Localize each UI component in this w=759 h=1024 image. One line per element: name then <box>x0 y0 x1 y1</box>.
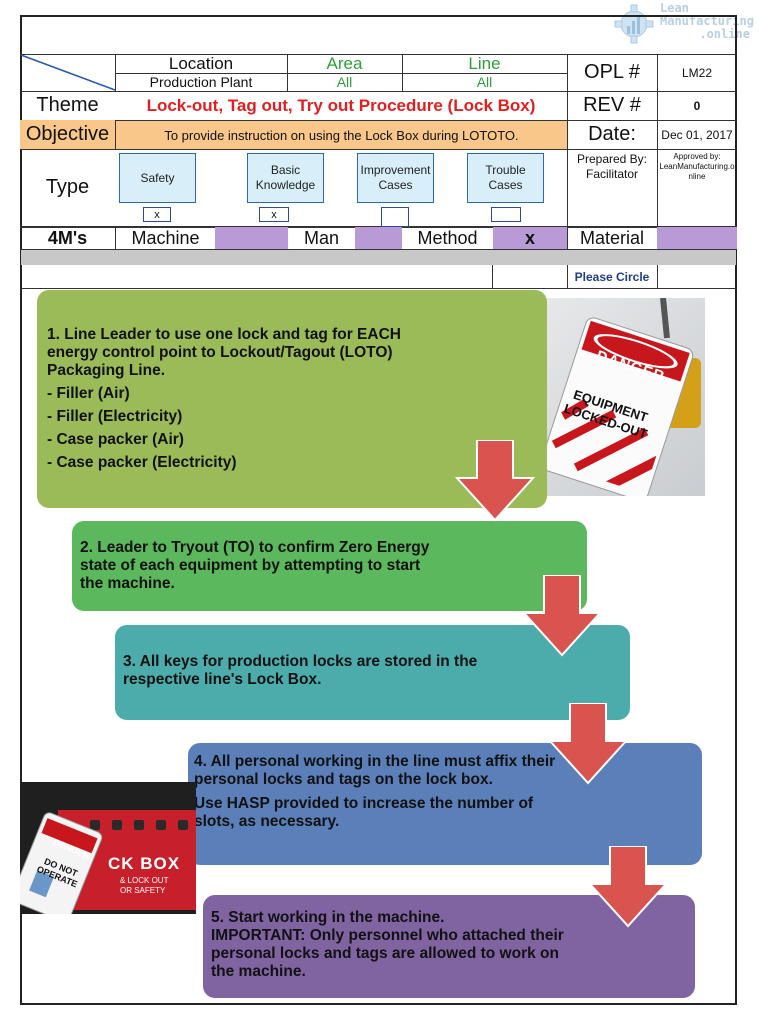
rev-label: REV # <box>583 94 641 116</box>
type-basic-knowledge-checkbox[interactable]: x <box>259 207 289 222</box>
four-m-label: 4M's <box>47 227 88 248</box>
gear-logo-icon <box>614 4 654 44</box>
lock-box-sub2: OR SAFETY <box>120 886 166 895</box>
step-2-box: 2. Leader to Tryout (TO) to confirm Zero… <box>72 521 587 611</box>
opl-value: LM22 <box>681 65 713 80</box>
four-m-material[interactable]: Material <box>579 227 645 248</box>
four-m-method-slot[interactable]: x <box>493 227 567 249</box>
type-label: Type <box>45 176 90 198</box>
four-m-man-slot[interactable] <box>355 227 402 249</box>
type-basic-knowledge-label: Basic Knowledge <box>255 163 316 192</box>
arrow-down-icon <box>522 575 602 657</box>
opl-frame <box>20 15 737 1005</box>
location-value: Production Plant <box>149 74 253 90</box>
type-improvement-cases-checkbox[interactable] <box>381 207 409 227</box>
location-label: Location <box>168 53 234 73</box>
step-3-text: 3. All keys for production locks are sto… <box>123 653 478 688</box>
four-m-material-slot[interactable] <box>657 227 737 249</box>
line-value: All <box>476 74 493 90</box>
type-basic-knowledge-box[interactable]: Basic Knowledge <box>247 153 324 203</box>
prepared-by-label: Prepared By: <box>576 152 648 166</box>
step-1-item-3: - Case packer (Air) <box>47 431 184 448</box>
step-5-note: IMPORTANT: Only personnel who attached t… <box>211 927 564 980</box>
approved-by-label: Approved by: <box>673 152 721 161</box>
step-4-note: Use HASP provided to increase the number… <box>194 795 534 830</box>
lock-box-sub1: & LOCK OUT <box>120 876 169 885</box>
type-safety-label: Safety <box>140 170 175 185</box>
four-m-man[interactable]: Man <box>303 227 339 248</box>
type-trouble-cases-box[interactable]: Trouble Cases <box>467 153 544 203</box>
danger-tag-photo: DANGER EQUIPMENT LOCKED-OUT <box>543 298 705 496</box>
logo-line3: .online <box>699 27 750 41</box>
step-1-item-4: - Case packer (Electricity) <box>47 454 237 471</box>
arrow-down-icon <box>548 703 628 785</box>
arrow-down-icon <box>588 846 668 928</box>
type-trouble-cases-label: Trouble Cases <box>485 163 526 192</box>
theme-value: Lock-out, Tag out, Try out Procedure (Lo… <box>146 95 536 115</box>
step-1-text: 1. Line Leader to use one lock and tag f… <box>47 326 401 379</box>
four-m-machine-slot[interactable] <box>215 227 288 249</box>
theme-label: Theme <box>36 94 99 116</box>
date-value: Dec 01, 2017 <box>661 127 733 142</box>
line-label: Line <box>468 53 501 73</box>
four-m-method[interactable]: Method <box>417 227 478 248</box>
objective-value: To provide instruction on using the Lock… <box>116 121 567 149</box>
step-5-box: 5. Start working in the machine. IMPORTA… <box>203 895 695 998</box>
logo: Lean Manufacturing .online <box>612 0 759 48</box>
area-label: Area <box>326 53 363 73</box>
type-trouble-cases-checkbox[interactable] <box>491 207 521 222</box>
type-safety-box[interactable]: Safety <box>119 153 196 203</box>
step-4-box: 4. All personal working in the line must… <box>188 743 702 865</box>
step-3-box: 3. All keys for production locks are sto… <box>115 625 630 720</box>
prepared-by-value: Facilitator <box>585 167 638 181</box>
approved-by-value: LeanManufacturing.online <box>659 162 735 181</box>
please-circle-note: Please Circle <box>574 269 650 284</box>
logo-line1: Lean <box>660 1 689 15</box>
type-improvement-cases-label: Improvement Cases <box>360 163 431 192</box>
lock-box-photo: DANGER DO NOT OPERATE CK BOX & LOCK OUT … <box>20 782 196 914</box>
date-label: Date: <box>588 123 636 145</box>
logo-line2: Manufacturing <box>660 14 754 28</box>
step-1-box: 1. Line Leader to use one lock and tag f… <box>37 290 547 508</box>
rev-value: 0 <box>693 98 701 113</box>
corner-diagonal <box>20 54 116 91</box>
four-m-machine[interactable]: Machine <box>131 227 200 248</box>
prepared-by: Prepared By: Facilitator <box>567 152 657 182</box>
lock-box-title: CK BOX <box>108 854 181 873</box>
opl-label: OPL # <box>584 61 640 83</box>
area-value: All <box>336 74 353 90</box>
type-safety-checkbox[interactable]: x <box>143 207 171 222</box>
approved-by: Approved by: LeanManufacturing.online <box>659 152 735 182</box>
step-1-item-1: - Filler (Air) <box>47 385 130 402</box>
gray-band <box>21 250 736 265</box>
step-1-item-2: - Filler (Electricity) <box>47 408 183 425</box>
step-5-text: 5. Start working in the machine. <box>211 909 445 926</box>
type-improvement-cases-box[interactable]: Improvement Cases <box>357 153 434 203</box>
step-2-text: 2. Leader to Tryout (TO) to confirm Zero… <box>80 539 430 592</box>
objective-label: Objective <box>20 120 115 149</box>
step-4-text: 4. All personal working in the line must… <box>194 753 556 788</box>
arrow-down-icon <box>455 440 535 522</box>
